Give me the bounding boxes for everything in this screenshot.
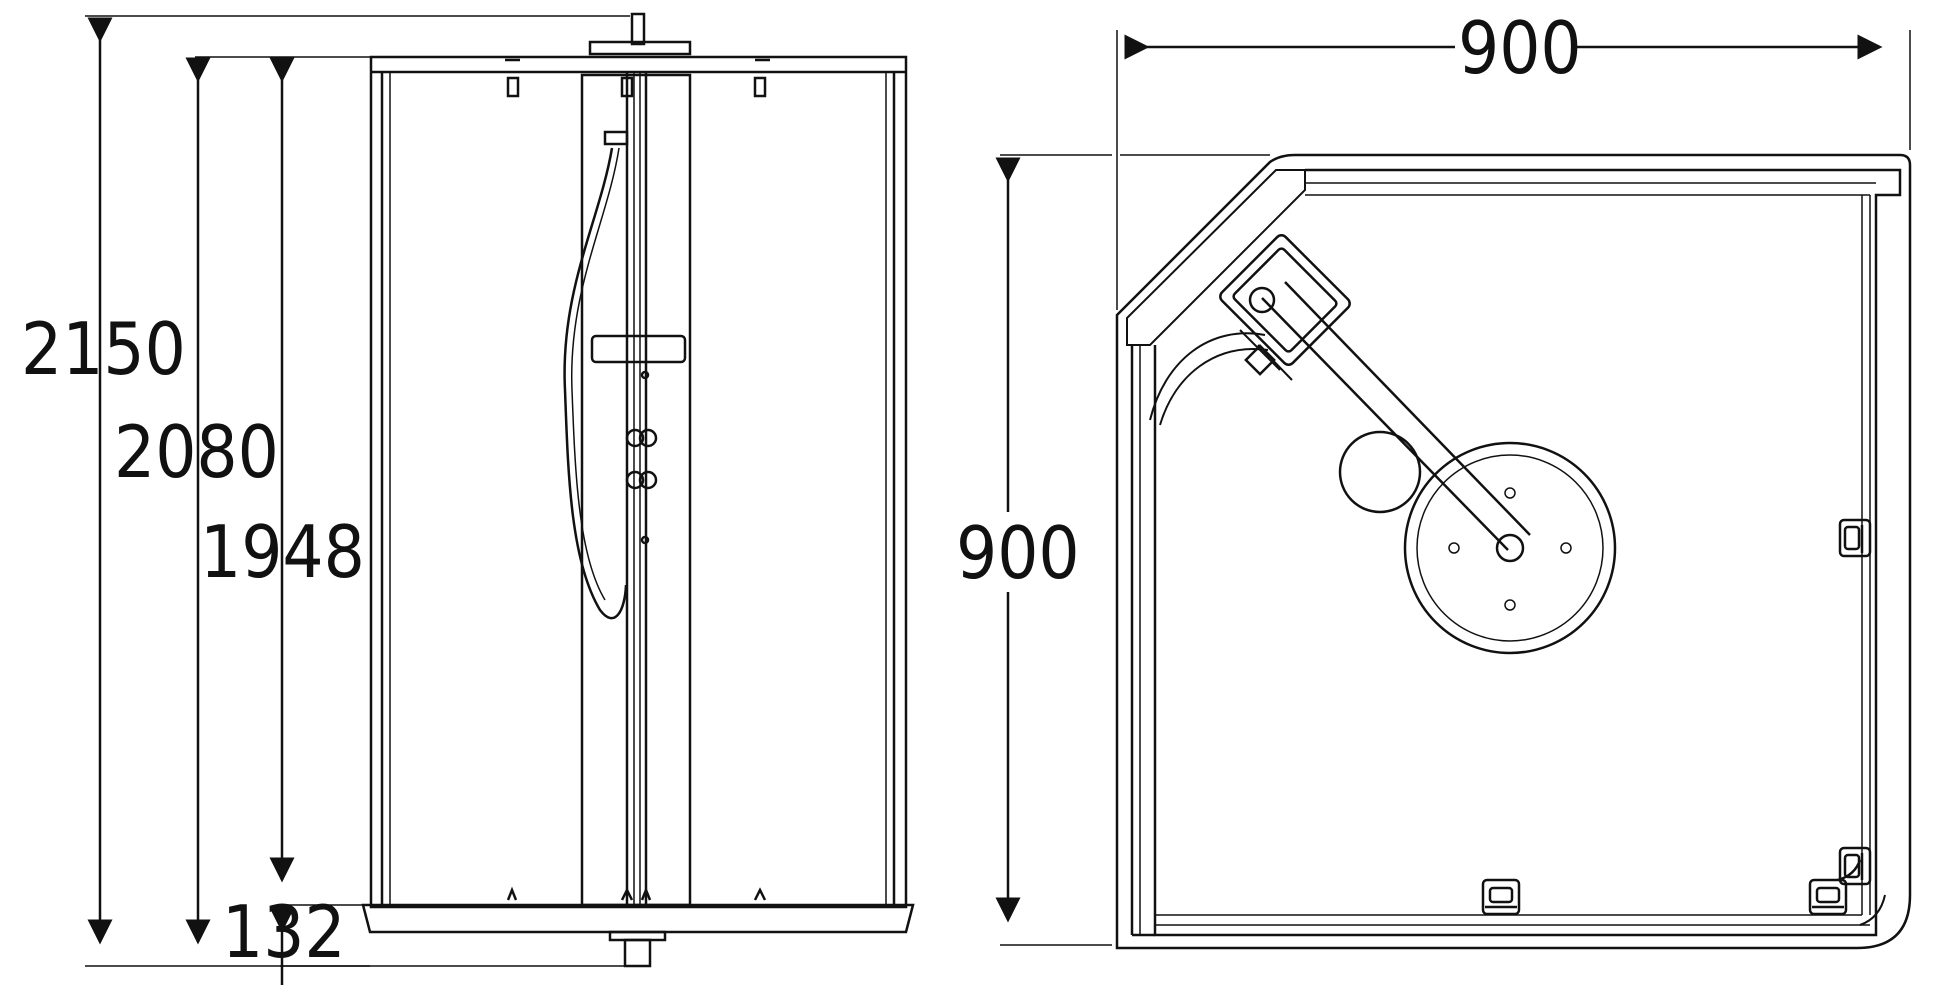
rain-shower-head bbox=[1403, 441, 1617, 655]
label-door-height: 1948 bbox=[200, 510, 365, 594]
top-view bbox=[995, 30, 1912, 950]
label-width: 900 bbox=[1458, 6, 1582, 90]
label-frame-height: 2080 bbox=[114, 410, 279, 494]
front-view bbox=[85, 12, 915, 985]
tray-outline bbox=[1115, 153, 1912, 950]
mixer-box bbox=[1219, 234, 1351, 366]
label-depth: 900 bbox=[956, 511, 1080, 595]
door-roller-bottom bbox=[1481, 878, 1521, 916]
cabin-frame bbox=[369, 55, 908, 909]
label-tray-height: 132 bbox=[222, 890, 346, 974]
shower-tray bbox=[361, 903, 915, 934]
corner-roller-bottom bbox=[1808, 878, 1848, 916]
hand-shower-hose bbox=[563, 147, 628, 620]
corner-roller-right bbox=[1838, 846, 1872, 886]
control-panel bbox=[590, 334, 687, 364]
shower-column-panel bbox=[580, 73, 692, 907]
door-roller-right bbox=[1838, 518, 1872, 558]
label-total-height: 2150 bbox=[21, 307, 186, 391]
hand-shower-head bbox=[1338, 430, 1422, 514]
